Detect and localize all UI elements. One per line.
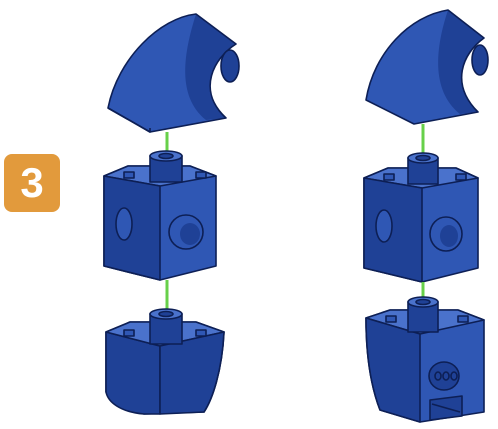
- right-cube-block: [364, 153, 478, 282]
- left-cube-block: [104, 151, 216, 280]
- right-assembly: [364, 10, 488, 422]
- left-bottom-quarter-round: [106, 309, 224, 414]
- right-bottom-quarter-round-marked: [366, 297, 484, 422]
- left-top-quarter-round: [108, 14, 239, 132]
- left-assembly: [104, 14, 239, 414]
- right-top-quarter-round: [366, 10, 488, 124]
- embossed-logo-mark: [429, 362, 459, 390]
